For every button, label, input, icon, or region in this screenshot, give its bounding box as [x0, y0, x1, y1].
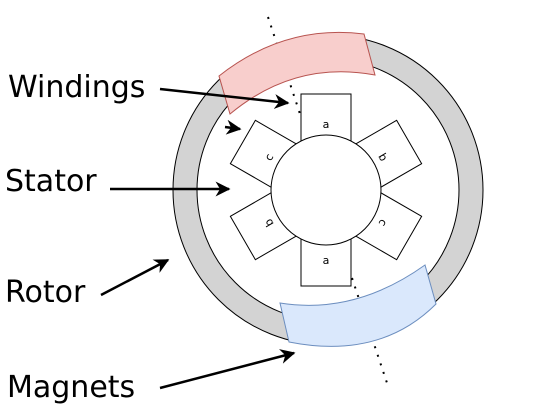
stator-label: Stator: [5, 164, 97, 199]
rotor-arrow: [100, 258, 170, 297]
phase-label-a-bottom: a: [323, 254, 330, 267]
magnets-label: Magnets: [7, 370, 136, 405]
windings-arrow: [159, 87, 290, 109]
winding-arc: [218, 31, 376, 115]
stator: a b c a b c: [229, 93, 423, 287]
windings-label: Windings: [8, 70, 146, 105]
magnets-arrow: [159, 349, 296, 390]
windings-arrow-short: [224, 119, 242, 135]
phase-label-c-lower-right: c: [376, 217, 390, 229]
stator-hub: [270, 134, 382, 246]
magnet-arc: [279, 264, 437, 347]
axis-line-bottom: [351, 277, 389, 387]
phase-label-a-top: a: [323, 118, 330, 131]
rotor-label: Rotor: [5, 275, 86, 310]
phase-label-c-upper-left: c: [262, 151, 276, 163]
